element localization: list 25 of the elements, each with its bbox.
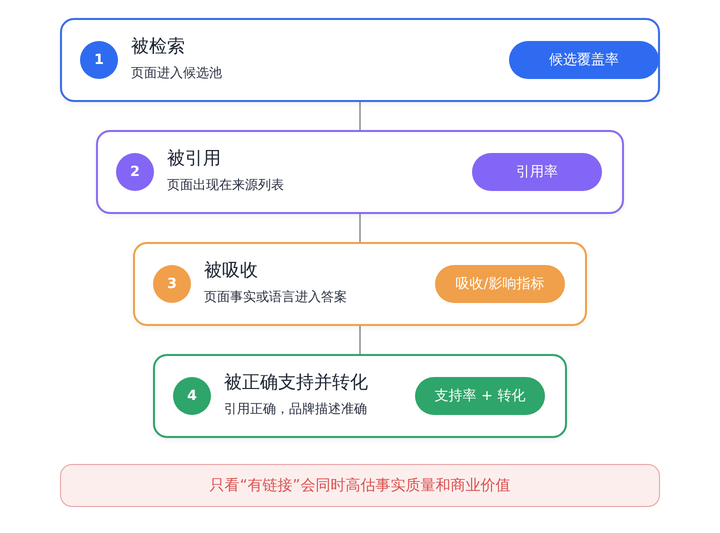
stage-card [60, 18, 660, 102]
connector-line [359, 214, 361, 242]
stage-card [153, 354, 567, 438]
metric-pill: 引用率 [472, 153, 602, 191]
step-number-circle: 1 [80, 41, 118, 79]
stage-title: 被正确支持并转化 [224, 371, 368, 394]
warning-note-box [60, 464, 660, 507]
step-number-circle: 3 [153, 265, 191, 303]
metric-pill: 吸收/影响指标 [435, 265, 565, 303]
step-number-circle: 2 [116, 153, 154, 191]
stage-description: 页面出现在来源列表 [167, 177, 284, 194]
stage-title: 被吸收 [204, 259, 258, 282]
stage-title: 被检索 [131, 35, 185, 58]
connector-line [359, 102, 361, 130]
metric-pill: 候选覆盖率 [509, 41, 659, 79]
stage-card [96, 130, 624, 214]
connector-line [359, 326, 361, 354]
stage-description: 页面进入候选池 [131, 65, 222, 82]
step-number-circle: 4 [173, 377, 211, 415]
stage-description: 引用正确，品牌描述准确 [224, 401, 367, 418]
stage-card [133, 242, 587, 326]
warning-text: 只看“有链接”会同时高估事实质量和商业价值 [210, 476, 510, 495]
stage-title: 被引用 [167, 147, 221, 170]
metric-pill: 支持率 + 转化 [415, 377, 545, 415]
stage-description: 页面事实或语言进入答案 [204, 289, 347, 306]
